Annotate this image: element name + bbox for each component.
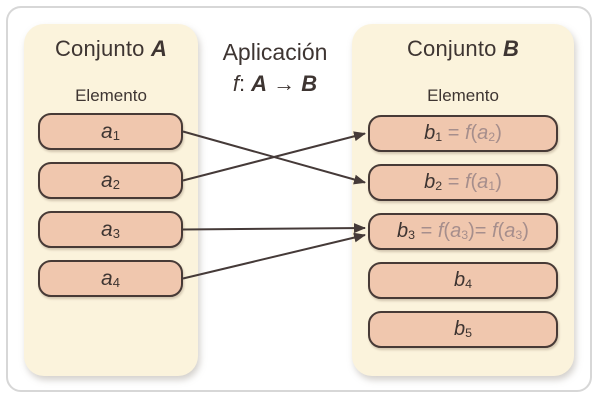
text-segment: 3 (515, 228, 523, 243)
text-segment: a (504, 220, 516, 242)
text-segment: a (101, 266, 113, 290)
text-segment: Conjunto (406, 36, 503, 61)
text-segment: = (442, 122, 465, 144)
mapping-title: Aplicación (222, 39, 328, 65)
text-segment: 4 (465, 277, 473, 292)
text-segment: f (464, 171, 471, 193)
text-segment: b (424, 171, 436, 193)
text-segment: )= (468, 220, 493, 242)
text-segment: f (437, 220, 444, 242)
text-segment: f (232, 71, 239, 96)
mapping-arrow-a2-to-b1 (182, 131, 366, 182)
text-segment: ( (497, 220, 505, 242)
text-segment: 1 (488, 179, 496, 194)
text-segment: b (453, 269, 466, 291)
text-segment: b (453, 318, 466, 340)
mapping-formula: f: A → B (198, 70, 352, 98)
set-a-title: Conjunto A (24, 36, 198, 62)
text-segment: f (464, 122, 471, 144)
text-segment: ( (470, 171, 478, 193)
text-segment: a (101, 217, 113, 241)
text-segment: 1 (112, 128, 120, 144)
mapping-arrow-a3-to-b3 (182, 223, 366, 234)
text-segment: 3 (408, 228, 416, 243)
mapping-annotation: Aplicación f: A → B (198, 38, 352, 98)
text-segment: 2 (435, 179, 443, 194)
mapping-arrow-a4-to-b3 (182, 232, 366, 280)
text-segment: A (251, 71, 268, 96)
set-b-title: Conjunto B (352, 36, 574, 62)
set-b-subtitle: Elemento (427, 86, 499, 105)
text-segment: 2 (488, 130, 496, 145)
text-segment: 2 (112, 177, 120, 193)
text-segment: b (424, 122, 436, 144)
text-segment: ( (470, 122, 478, 144)
text-segment: ) (522, 220, 529, 242)
mapping-arrow-a1-to-b2 (182, 130, 366, 185)
text-segment: a (477, 122, 489, 144)
text-segment: b (397, 220, 409, 242)
text-segment: : (238, 71, 252, 96)
text-segment: a (450, 220, 462, 242)
text-segment: A (150, 36, 168, 61)
text-segment: → (267, 71, 302, 96)
text-segment: B (502, 36, 520, 61)
text-segment: 3 (112, 226, 120, 242)
text-segment: 4 (112, 275, 120, 291)
text-segment: a (477, 171, 489, 193)
text-segment: B (301, 71, 318, 96)
text-segment: f (492, 220, 498, 242)
text-segment: ) (495, 171, 502, 193)
text-segment: 1 (435, 130, 443, 145)
text-segment: = (415, 220, 438, 242)
text-segment: a (101, 168, 113, 192)
text-segment: a (101, 119, 113, 143)
text-segment: = (442, 171, 465, 193)
text-segment: ( (443, 220, 451, 242)
set-a-subtitle: Elemento (75, 86, 147, 105)
text-segment: ) (495, 122, 502, 144)
text-segment: 3 (461, 228, 469, 243)
text-segment: Conjunto (54, 36, 151, 61)
text-segment: 5 (465, 326, 473, 341)
